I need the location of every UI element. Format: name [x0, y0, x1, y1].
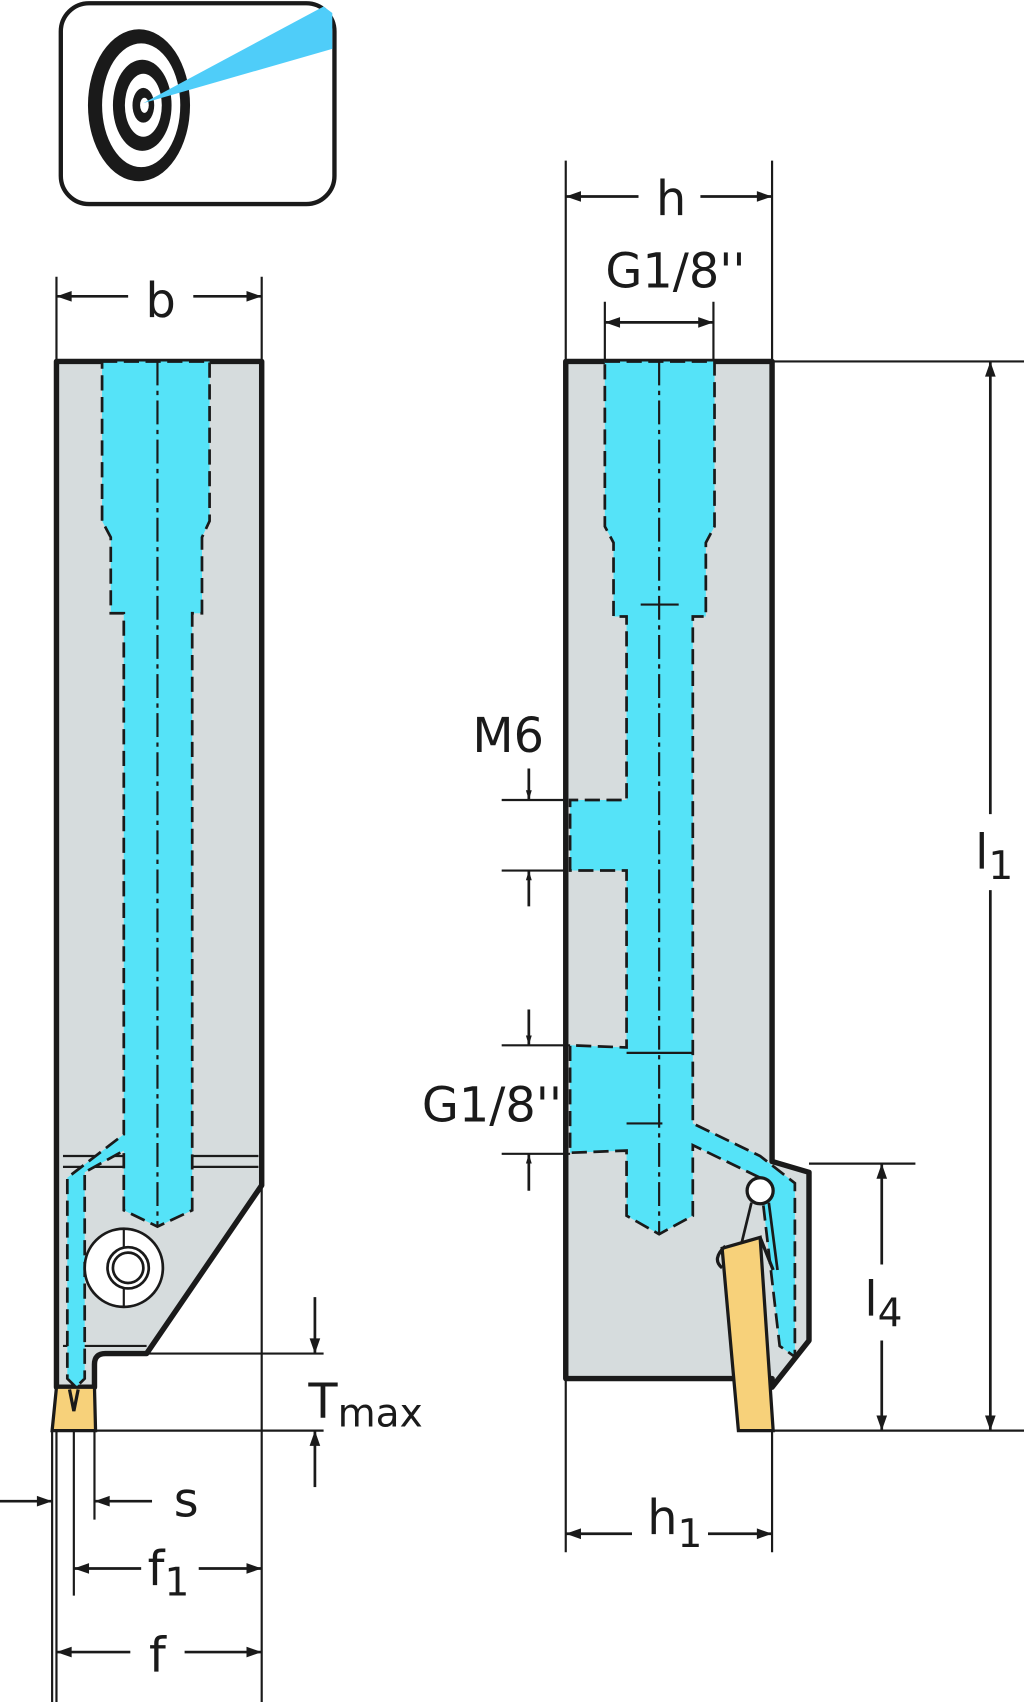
clamp-screw-front [745, 1176, 775, 1206]
dim-h1-label: h1 [647, 1491, 702, 1557]
dim-s-label: s [174, 1473, 199, 1528]
dim-tmax-label: Tmax [307, 1375, 422, 1437]
coolant-channel-side [65, 360, 211, 1390]
dim-g-top-label: G1/8'' [605, 245, 745, 300]
dim-f1-label: f1 [148, 1542, 190, 1606]
dim-l1-label: l1 [975, 825, 1013, 889]
front-view: h G1/8'' M6 G1/8'' l1 l4 h1 [422, 160, 1024, 1557]
dim-m6-label: M6 [472, 709, 544, 764]
dim-f-label: f [149, 1629, 167, 1684]
dim-l4-label: l4 [864, 1273, 902, 1337]
dim-h-label: h [656, 172, 686, 227]
side-view: b Tmax s f1 f [0, 274, 423, 1702]
clamp-screw [83, 1227, 165, 1309]
dim-g-side-label: G1/8'' [422, 1078, 562, 1133]
dim-b-label: b [146, 274, 176, 329]
target-coolant-icon [58, 1, 337, 207]
